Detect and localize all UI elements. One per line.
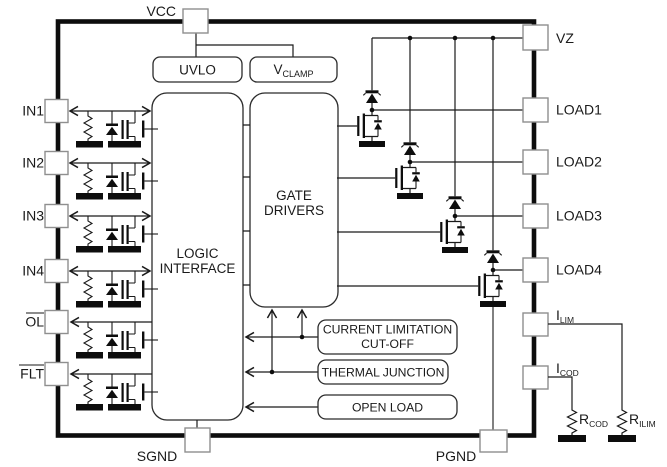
pin-label-flt: FLT [20, 366, 44, 382]
logic-interface-block: LOGIC INTERFACE [151, 92, 244, 421]
block-label-logic-1: LOGIC [176, 246, 218, 261]
pin-label-pgnd: PGND [436, 448, 476, 464]
protection-blocks: CURRENT LIMITATION CUT-OFF THERMAL JUNCT… [244, 308, 458, 420]
external-components: RCOD RILIM [548, 323, 656, 443]
pin-label-in1: IN1 [22, 103, 44, 119]
load-rails [372, 109, 523, 271]
pin-pad-load1 [522, 97, 549, 123]
pin-pad-load4 [522, 257, 549, 283]
output-stage [337, 35, 523, 430]
sense-wires [548, 323, 623, 407]
gate-drivers-block: GATE DRIVERS [249, 92, 339, 308]
block-uvlo [152, 56, 243, 83]
block-label-vclamp: VCLAMP [273, 62, 313, 79]
label-rilim: RILIM [629, 411, 656, 429]
pin-label-in3: IN3 [22, 208, 44, 224]
label-rcod: RCOD [579, 411, 608, 429]
pin-pad-vz [522, 24, 549, 51]
pin-pad-in4 [44, 258, 69, 284]
pin-label-icod: ICOD [556, 360, 579, 378]
pin-pad-load2 [522, 149, 549, 175]
pin-pad-flt [44, 361, 69, 387]
pin-label-vcc: VCC [146, 3, 176, 19]
block-vclamp [249, 56, 338, 83]
block-label-current-limitation-2: CUT-OFF [361, 337, 414, 351]
pin-pad-in2 [44, 150, 69, 176]
block-label-open-load: OPEN LOAD [352, 401, 423, 415]
block-label-gate-1: GATE [276, 188, 312, 203]
logic-gate-links [243, 124, 250, 286]
pin-pad-sgnd [184, 427, 211, 453]
pin-label-ilim: ILIM [556, 307, 574, 325]
gate-leads [337, 125, 479, 287]
input-section: IN1 IN2 IN3 IN4 OL FLT [19, 98, 159, 412]
block-label-thermal-junction: THERMAL JUNCTION [322, 366, 445, 380]
pin-label-sgnd: SGND [137, 448, 177, 464]
pin-pad-icod [522, 365, 549, 390]
block-open-load [317, 394, 458, 420]
pin-label-vz: VZ [556, 30, 574, 46]
right-pins: VZ LOAD1 LOAD2 LOAD3 LOAD4 ILIM ICOD [522, 24, 602, 390]
block-label-current-limitation-1: CURRENT LIMITATION [323, 323, 452, 337]
ground-pins: SGND PGND [137, 420, 508, 464]
pin-pad-ol [44, 309, 69, 335]
pin-pad-vcc [182, 8, 209, 34]
pin-pad-load3 [522, 203, 549, 229]
pin-label-in4: IN4 [22, 263, 44, 279]
pin-pad-in3 [44, 203, 69, 229]
vcc-section: VCC UVLO VCLAMP [146, 3, 338, 83]
pin-label-ol: OL [25, 314, 44, 330]
pin-label-load3: LOAD3 [556, 208, 602, 224]
block-thermal-junction [317, 359, 449, 385]
block-label-uvlo: UVLO [179, 63, 216, 78]
pin-pad-in1 [44, 98, 69, 124]
pin-pad-ilim [522, 312, 549, 337]
pin-label-load4: LOAD4 [556, 262, 602, 278]
block-gate-drivers [249, 92, 339, 308]
pin-pad-pgnd [479, 429, 508, 453]
pin-label-load1: LOAD1 [556, 102, 602, 118]
block-label-logic-2: INTERFACE [160, 261, 236, 276]
vz-bus [371, 37, 523, 247]
pin-label-load2: LOAD2 [556, 154, 602, 170]
pin-label-in2: IN2 [22, 155, 44, 171]
block-current-limitation [317, 319, 458, 355]
block-label-gate-2: DRIVERS [264, 203, 324, 218]
